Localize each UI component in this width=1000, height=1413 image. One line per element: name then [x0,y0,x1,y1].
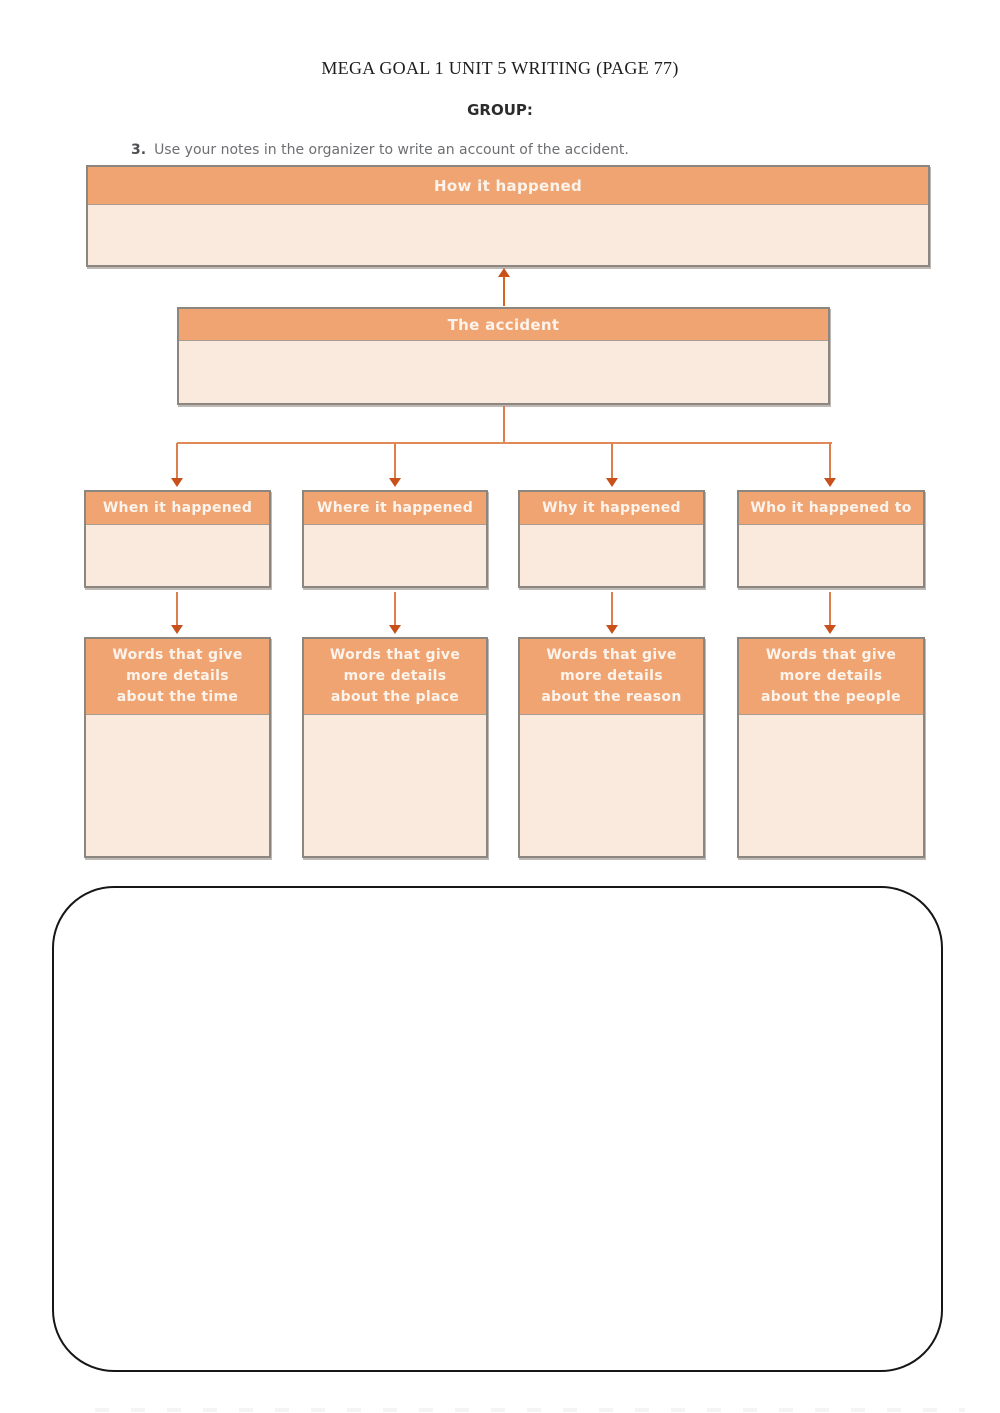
details-time-input[interactable] [86,715,269,856]
details-place-header: Words that give more details about the p… [304,639,486,715]
why-box: Why it happened [518,490,705,588]
connector-branch-line [611,443,613,478]
details-time-box: Words that give more details about the t… [84,637,271,858]
details-time-header: Words that give more details about the t… [86,639,269,715]
accident-box: The accident [177,307,830,405]
arrow-down-icon [606,478,618,487]
how-it-happened-header: How it happened [88,167,928,205]
arrow-down-icon [389,625,401,634]
details-place-input[interactable] [304,715,486,856]
instruction-number: 3. [131,142,147,158]
detail-title-line: more details [560,668,663,684]
arrow-down-icon [824,478,836,487]
where-header: Where it happened [304,492,486,525]
group-label: GROUP: [467,101,533,119]
detail-title-line: more details [779,668,883,684]
detail-title-line: Words that give [112,647,243,663]
details-people-header: Words that give more details about the p… [739,639,923,715]
details-reason-box: Words that give more details about the r… [518,637,705,858]
detail-title-line: about the time [116,689,239,705]
who-input[interactable] [739,525,923,586]
arrow-down-icon [606,625,618,634]
connector-branch-line [394,443,396,478]
connector-detail-line [611,592,613,625]
connector-horizontal-line [177,442,832,444]
detail-title-line: about the people [761,689,901,705]
accident-header: The accident [179,309,828,341]
connector-stem-line [503,406,505,443]
detail-title-line: Words that give [546,647,677,663]
when-box: When it happened [84,490,271,588]
connector-detail-line [394,592,396,625]
connector-branch-line [176,443,178,478]
details-people-input[interactable] [739,715,923,856]
why-input[interactable] [520,525,703,586]
arrow-down-icon [389,478,401,487]
who-header: Who it happened to [739,492,923,525]
connector-up-line [503,276,505,306]
why-header: Why it happened [520,492,703,525]
when-input[interactable] [86,525,269,586]
detail-title-line: Words that give [765,647,897,663]
detail-title-line: more details [126,668,229,684]
detail-title-line: more details [343,668,447,684]
detail-title-line: Words that give [329,647,461,663]
details-place-box: Words that give more details about the p… [302,637,488,858]
arrow-down-icon [824,625,836,634]
who-box: Who it happened to [737,490,925,588]
arrow-down-icon [171,478,183,487]
where-input[interactable] [304,525,486,586]
connector-branch-line [829,443,831,478]
details-reason-header: Words that give more details about the r… [520,639,703,715]
details-reason-input[interactable] [520,715,703,856]
writing-area-input[interactable] [52,886,943,1372]
cropped-text-artifact [95,1408,965,1412]
instruction-text: Use your notes in the organizer to write… [154,142,629,158]
how-it-happened-box: How it happened [86,165,930,267]
detail-title-line: about the reason [541,689,682,705]
connector-detail-line [176,592,178,625]
arrow-up-icon [498,268,510,277]
when-header: When it happened [86,492,269,525]
connector-detail-line [829,592,831,625]
where-box: Where it happened [302,490,488,588]
detail-title-line: about the place [330,689,460,705]
arrow-down-icon [171,625,183,634]
instruction-line: 3. Use your notes in the organizer to wri… [131,142,629,158]
details-people-box: Words that give more details about the p… [737,637,925,858]
how-it-happened-input[interactable] [88,205,928,265]
accident-input[interactable] [179,341,828,403]
page-title: MEGA GOAL 1 UNIT 5 WRITING (PAGE 77) [321,58,679,78]
